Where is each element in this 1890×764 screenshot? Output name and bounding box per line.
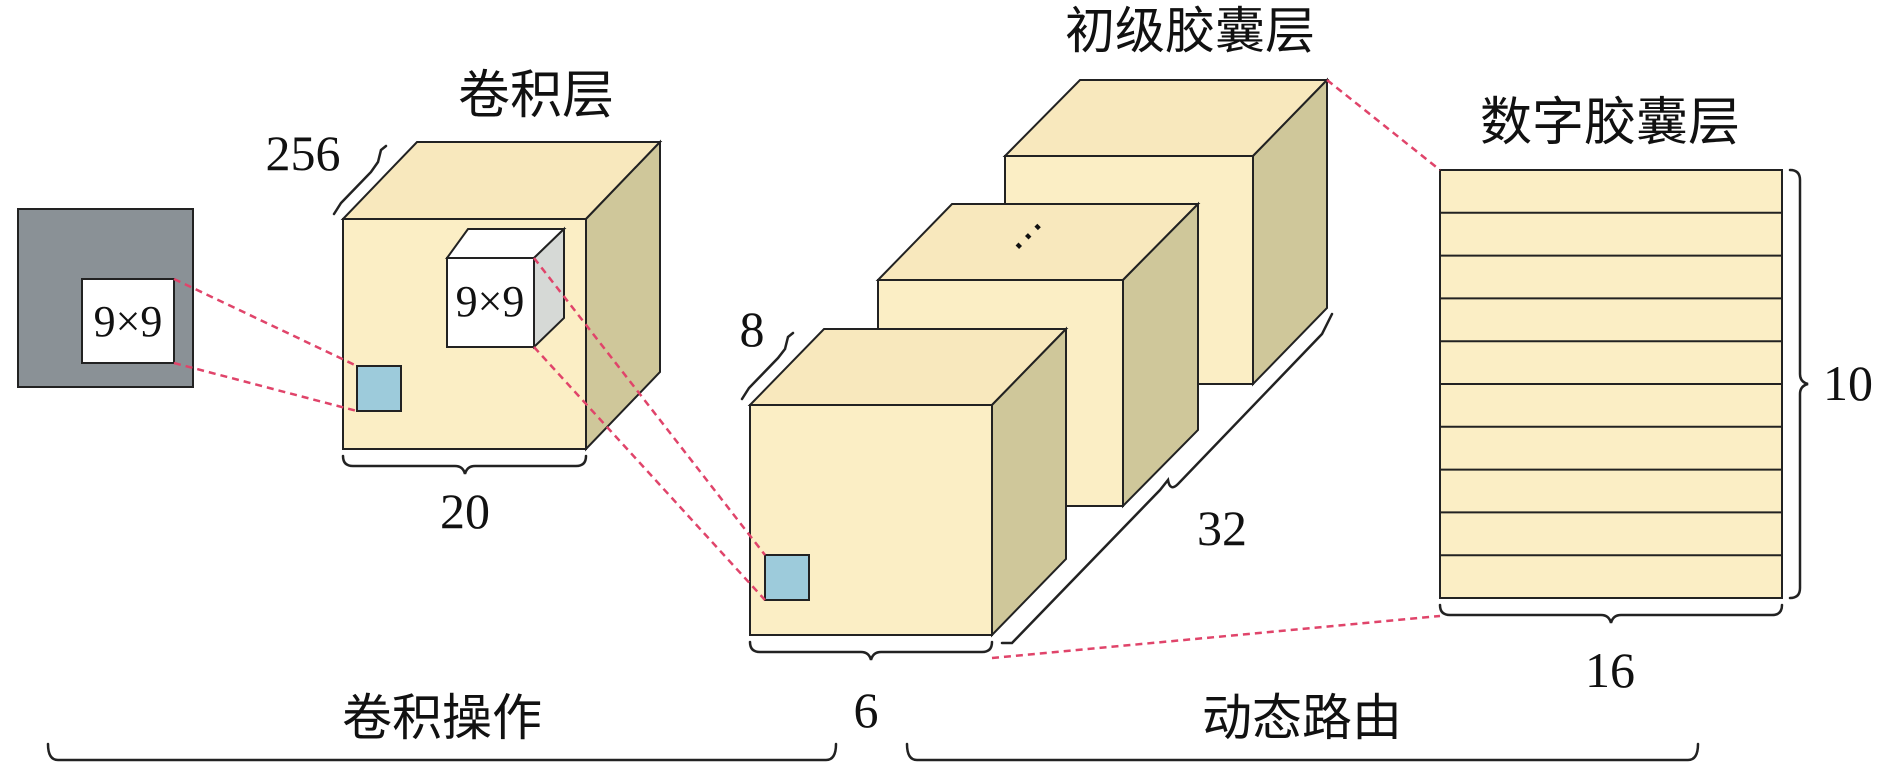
- connection-lines: [173, 79, 1441, 660]
- digit-caps-block: [1439, 169, 1783, 599]
- input-kernel-window: [81, 278, 175, 364]
- conv-layer-title: 卷积层: [458, 66, 614, 126]
- brace-dc-height: [1788, 168, 1809, 600]
- dc-height-label: 10: [1823, 355, 1873, 411]
- dc-width-label: 16: [1585, 642, 1635, 698]
- dash-input-to-conv-top: [173, 277, 358, 368]
- pc-count-label: 32: [1197, 500, 1247, 556]
- dash-input-to-conv-bottom: [173, 361, 358, 413]
- conv-receptive-cell: [356, 365, 402, 412]
- brace-conv-op: [46, 742, 838, 762]
- dash-kernel-to-pc-bottom: [533, 346, 766, 601]
- brace-pc-depth: [740, 331, 795, 401]
- brace-pc-count: [1000, 312, 1334, 645]
- dash-pc-to-dc-top: [1326, 79, 1441, 171]
- digit-caps-title: 数字胶囊层: [1480, 93, 1740, 153]
- primary-caps-title: 初级胶囊层: [1065, 2, 1315, 60]
- dash-pc-to-dc-bottom: [991, 614, 1441, 660]
- primary-caps-front-cube: [747, 326, 1069, 638]
- conv-op-label: 卷积操作: [342, 689, 542, 747]
- input-kernel-label: 9×9: [94, 297, 163, 346]
- brace-conv-depth: [332, 144, 388, 216]
- pc-receptive-cell: [764, 554, 810, 601]
- brace-dynamic-routing: [905, 742, 1700, 762]
- conv-width-label: 20: [440, 483, 490, 539]
- dash-kernel-to-pc-top: [533, 257, 766, 556]
- conv-kernel-label: 9×9: [456, 277, 525, 326]
- pc-width-label: 6: [854, 682, 879, 738]
- digit-caps-rows: [1440, 211, 1782, 557]
- conv-layer-cube: 9×9: [340, 139, 663, 452]
- conv-kernel-front: [446, 257, 535, 348]
- dynamic-routing-label: 动态路由: [1202, 689, 1402, 747]
- brace-dc-width: [1438, 603, 1784, 624]
- brace-pc-width: [748, 640, 994, 661]
- input-image: 9×9: [17, 208, 194, 388]
- conv-depth-label: 256: [266, 125, 341, 181]
- brace-conv-width: [341, 454, 588, 475]
- braces: [46, 144, 1809, 762]
- pc-depth-label: 8: [740, 301, 765, 357]
